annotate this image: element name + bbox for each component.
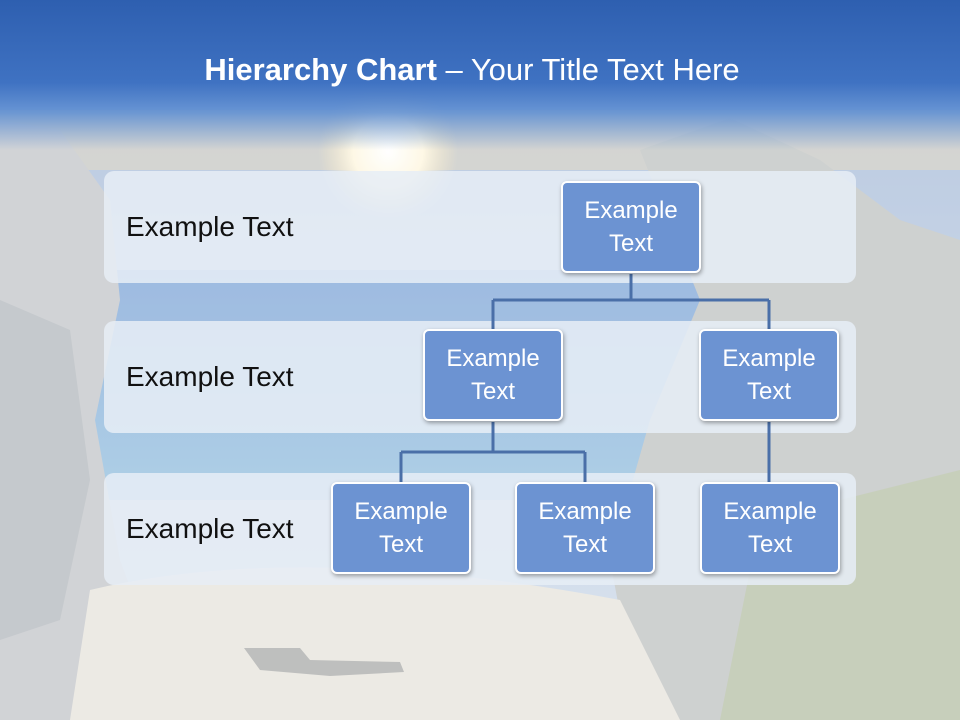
node-root[interactable]: Example Text xyxy=(561,181,701,273)
node-level2-right[interactable]: Example Text xyxy=(699,329,839,421)
node-level2-left[interactable]: Example Text xyxy=(423,329,563,421)
node-level3-right[interactable]: Example Text xyxy=(700,482,840,574)
level-label-2: Example Text xyxy=(126,361,294,392)
connector-left-to-level3 xyxy=(399,422,587,482)
connector-root-to-level2 xyxy=(491,274,771,330)
node-level3-left[interactable]: Example Text xyxy=(331,482,471,574)
page-title: Hierarchy Chart – Your Title Text Here xyxy=(0,52,944,88)
title-bar xyxy=(0,0,960,150)
level-band-1: Example Text xyxy=(104,171,856,283)
node-level3-middle[interactable]: Example Text xyxy=(515,482,655,574)
title-rest: – Your Title Text Here xyxy=(436,52,740,87)
title-bold: Hierarchy Chart xyxy=(204,52,437,87)
level-label-3: Example Text xyxy=(126,513,294,544)
level-label-1: Example Text xyxy=(126,211,294,242)
